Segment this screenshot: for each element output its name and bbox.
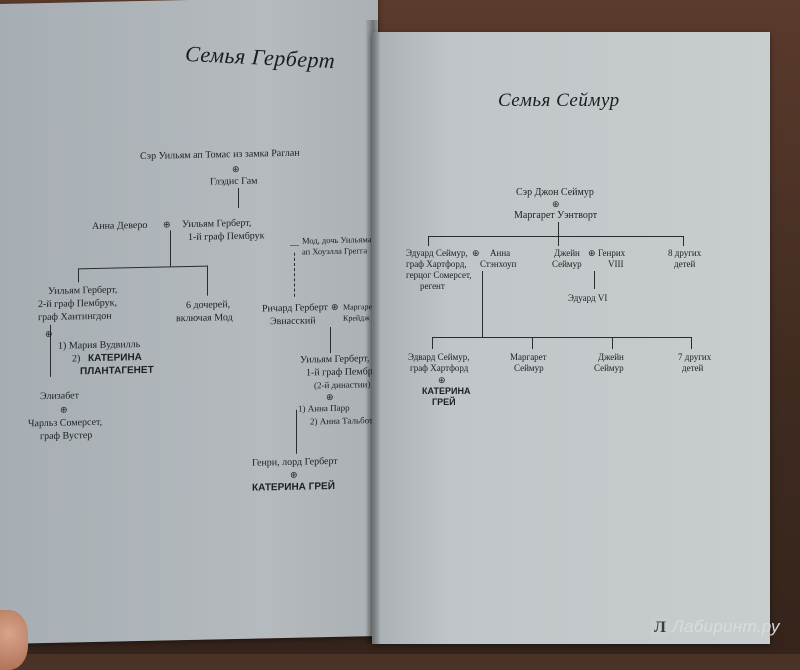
- marriage-symbol: ⊕: [588, 248, 596, 258]
- edward-seymour-t3: регент: [420, 281, 445, 291]
- left-page: Семья Герберт Сэр Уильям ап Томас из зам…: [0, 0, 383, 644]
- maud-father: ап Хоуэлла Грегга: [302, 245, 368, 257]
- tree-line: [432, 337, 692, 338]
- anna-stanhope-2: Стэнхоуп: [480, 259, 517, 269]
- marriage-symbol: ⊕: [45, 328, 53, 340]
- margaret-seymour-2: Сеймур: [514, 363, 544, 373]
- tree-dashed-line: [294, 252, 295, 297]
- edward-seymour: Эдуард Сеймур,: [406, 248, 468, 258]
- marriage-symbol: ⊕: [552, 199, 560, 209]
- tree-line: [428, 236, 684, 237]
- gladys-gam: Глэдис Гам: [210, 175, 258, 188]
- margaret-wentworth: Маргарет Уэнтворт: [514, 210, 598, 221]
- marriage-symbol: ⊕: [232, 163, 240, 175]
- jane-seymour-queen-2: Сеймур: [552, 259, 582, 269]
- anna-stanhope: Анна: [490, 248, 511, 258]
- tree-line: [558, 222, 559, 236]
- jane-seymour-queen: Джейн: [554, 248, 580, 258]
- edward-seymour-jr-title: граф Хартфорд: [410, 363, 469, 373]
- anna-devereux: Анна Деверо: [92, 219, 148, 233]
- katerina-grey-right: КАТЕРИНА: [422, 386, 471, 396]
- edward-seymour-t2: герцог Сомерсет,: [406, 270, 472, 280]
- richard-herbert-title: Эвиасский: [270, 315, 316, 328]
- jane-seymour-daughter-2: Сеймур: [594, 363, 624, 373]
- marriage-symbol: ⊕: [290, 469, 298, 480]
- herbert-family-title: Семья Герберт: [184, 40, 337, 74]
- edward-seymour-t1: граф Хартфорд,: [406, 259, 467, 269]
- henry-lord-herbert: Генри, лорд Герберт: [252, 455, 338, 469]
- charles-somerset: Чарльз Сомерсет,: [28, 416, 103, 430]
- tree-line: [296, 409, 297, 454]
- book-gutter: [366, 20, 380, 644]
- elizabeth: Элизабет: [40, 390, 79, 403]
- tree-line: [558, 236, 559, 246]
- william-herbert-1st-title: 1-й граф Пембрук: [188, 230, 265, 244]
- marriage-symbol: ⊕: [472, 248, 480, 258]
- tree-line: [691, 337, 692, 349]
- watermark-logo-mark: Л: [650, 618, 670, 638]
- marriage-symbol: ⊕: [438, 375, 446, 385]
- henry-viii: Генрих: [598, 248, 626, 258]
- william-ap-thomas: Сэр Уильям ап Томас из замка Раглан: [140, 147, 300, 163]
- thumb: [0, 610, 28, 670]
- tree-line: [612, 337, 613, 349]
- tree-line: [683, 236, 684, 246]
- william-herbert-2nd-title: 2-й граф Пембрук,: [38, 297, 118, 311]
- watermark-text: Лабиринт.ру: [672, 617, 780, 636]
- edward-vi: Эдуард VI: [568, 293, 608, 303]
- katherine-grey-left: КАТЕРИНА ГРЕЙ: [252, 480, 335, 494]
- tree-line: [482, 271, 483, 337]
- tree-line: [207, 265, 208, 296]
- tree-line: [432, 337, 433, 349]
- tree-line: [170, 230, 171, 267]
- tree-line: [532, 337, 533, 349]
- anna-talbot: 2) Анна Тальбот: [310, 415, 373, 427]
- six-daughters: 6 дочерей,: [186, 299, 231, 312]
- william-herbert-3: Уильям Герберт,: [300, 353, 370, 366]
- tree-line: [594, 271, 595, 289]
- tree-line: [78, 268, 79, 283]
- katerina-grey-right-2: ГРЕЙ: [432, 397, 456, 407]
- william-herbert-1st: Уильям Герберт,: [182, 217, 252, 231]
- maria-woodville: 1) Мария Вудвилль: [58, 339, 141, 352]
- william-herbert-2nd: Уильям Герберт,: [48, 284, 118, 297]
- marriage-symbol: ⊕: [163, 219, 171, 230]
- edward-seymour-jr: Эдвард Сеймур,: [408, 352, 470, 362]
- second-dynasty-note: (2-й династии): [314, 379, 371, 391]
- marriage-symbol: ⊕: [326, 391, 334, 403]
- john-seymour: Сэр Джон Сеймур: [516, 187, 594, 198]
- tree-line: [78, 265, 208, 270]
- seymour-family-title: Семья Сеймур: [498, 90, 620, 111]
- eight-other-children: 8 других: [668, 248, 702, 258]
- marriage-symbol: ⊕: [331, 301, 339, 313]
- tree-line: [330, 327, 331, 354]
- katherine-plantagenet: КАТЕРИНА: [88, 351, 142, 365]
- margaret-seymour: Маргарет: [510, 352, 547, 362]
- seven-other-children-2: детей: [682, 363, 704, 373]
- marriage-symbol: —: [290, 239, 299, 250]
- richard-herbert: Ричард Герберт: [262, 302, 328, 315]
- tree-line: [238, 187, 239, 208]
- watermark-logo: Лабиринт.ру: [672, 617, 780, 637]
- henry-viii-2: VIII: [608, 259, 624, 269]
- charles-somerset-title: граф Вустер: [40, 430, 93, 443]
- eight-other-children-2: детей: [674, 259, 696, 269]
- william-herbert-2nd-title2: граф Хантингдон: [38, 310, 112, 324]
- jane-seymour-daughter: Джейн: [598, 352, 624, 362]
- katherine-plantagenet-2: ПЛАНТАГЕНЕТ: [80, 364, 154, 378]
- wife-number-2: 2): [72, 353, 81, 365]
- seven-other-children: 7 других: [678, 352, 712, 362]
- tree-line: [428, 236, 429, 246]
- right-page: Семья Сеймур Сэр Джон Сеймур ⊕ Маргарет …: [372, 32, 770, 644]
- anna-parr: 1) Анна Парр: [298, 402, 350, 414]
- six-daughters-note: включая Мод: [176, 312, 233, 325]
- marriage-symbol: ⊕: [60, 404, 68, 415]
